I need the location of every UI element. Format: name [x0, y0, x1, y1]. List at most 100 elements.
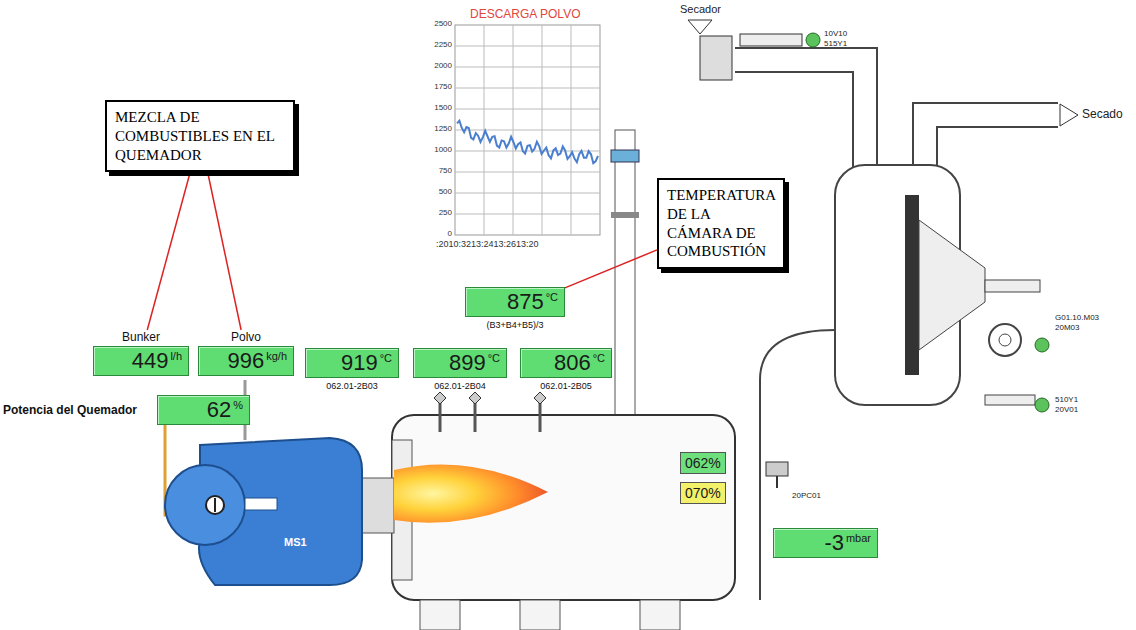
- value-unit: %: [233, 399, 243, 411]
- drawing-path: [925, 115, 1058, 175]
- label-text: 0: [448, 230, 452, 239]
- value-heading: Polvo: [231, 330, 261, 344]
- label-text: 1750: [434, 83, 452, 92]
- heading-text: (B3+B4+B5)/3: [486, 320, 543, 330]
- drawing-line: [147, 172, 190, 330]
- drawing-rect: [985, 395, 1035, 405]
- drawing-rect: [455, 25, 600, 235]
- value-number: 919: [341, 352, 378, 374]
- value-unit: °C: [546, 291, 558, 303]
- heading-text: Potencia del Quemador: [3, 403, 137, 417]
- drawing-rect: [420, 600, 460, 630]
- label-text: 10V10: [824, 30, 847, 39]
- label-text: 1250: [434, 125, 452, 134]
- drawing-line: [776, 476, 778, 488]
- drawing-rect: [520, 600, 560, 630]
- value-heading: 062.01-2B04: [434, 381, 486, 391]
- label-text: 1000: [434, 146, 452, 155]
- label-text: 2000: [434, 62, 452, 71]
- value-box: 62%: [157, 395, 250, 425]
- leader-line: [147, 172, 190, 330]
- drawing-rect: [740, 34, 802, 46]
- value-box: 449l/h: [93, 346, 189, 376]
- drawing-rect: [392, 415, 735, 600]
- value-number: 996: [227, 350, 264, 372]
- drawing-rect: [640, 600, 680, 630]
- value-display: 919°C062.01-2B03: [305, 348, 399, 391]
- drawing-circle: [1035, 398, 1049, 412]
- heading-text: Bunker: [122, 330, 160, 344]
- drawing-path: [735, 60, 865, 175]
- drawing-circle: [165, 465, 245, 545]
- drawing-line: [208, 172, 241, 330]
- value-number: -3: [824, 532, 844, 554]
- value-heading: Potencia del Quemador: [3, 403, 157, 417]
- value-number: 449: [132, 350, 169, 372]
- drawing-rect: [985, 280, 1040, 292]
- drawing-path: [394, 464, 548, 522]
- label-text: 500: [439, 188, 452, 197]
- leader-line: [208, 172, 241, 330]
- value-unit: kg/h: [266, 350, 287, 362]
- value-display: Polvo 996kg/h: [198, 330, 294, 376]
- label-text: 750: [439, 167, 452, 176]
- label-text: 515Y1: [824, 40, 847, 49]
- label-text: 20PC01: [792, 492, 821, 501]
- drawing-line: [455, 214, 600, 215]
- drawing-line: [565, 250, 657, 288]
- value-box: 806°C: [520, 348, 612, 378]
- value-heading: Bunker: [122, 330, 160, 344]
- callout-box: TEMPERATURA DE LA CÁMARA DE COMBUSTIÓN: [657, 178, 785, 269]
- value-unit: °C: [488, 352, 500, 364]
- drawing-line: [455, 193, 600, 194]
- drawing-line: [455, 172, 600, 173]
- drawing-rect: [615, 130, 635, 420]
- drawing-line: [455, 151, 600, 152]
- drawing-rect: [245, 498, 277, 510]
- callout-box: MEZCLA DE COMBUSTIBLES EN EL QUEMADOR: [105, 100, 295, 172]
- drawing-circle: [999, 334, 1011, 346]
- label-text: 20V01: [1055, 406, 1078, 415]
- drawing-rect: [766, 462, 788, 476]
- label-text: 20M03: [1055, 324, 1079, 333]
- drawing-rect: [700, 36, 732, 80]
- value-box: 875°C: [465, 287, 565, 317]
- percent-value: 062%: [685, 455, 721, 471]
- label-text: 2250: [434, 41, 452, 50]
- drawing-line: [214, 498, 216, 512]
- drawing-polygon: [534, 392, 546, 404]
- callout-text: MEZCLA DE COMBUSTIBLES EN EL QUEMADOR: [115, 108, 285, 164]
- leader-line: [565, 250, 657, 288]
- heading-text: 062.01-2B03: [326, 381, 378, 391]
- value-display: 806°C062.01-2B05: [520, 348, 612, 391]
- drawing-polygon: [1060, 104, 1078, 126]
- value-unit: mbar: [846, 532, 871, 544]
- label-text: Secado: [1082, 108, 1123, 121]
- drawing-rect: [611, 212, 639, 218]
- value-display: Bunker 449l/h: [93, 330, 189, 376]
- value-display: 899°C062.01-2B04: [413, 348, 507, 391]
- heading-text: Polvo: [231, 330, 261, 344]
- value-box: 996kg/h: [198, 346, 294, 376]
- drawing-polygon: [688, 20, 712, 34]
- label-text: 2500: [434, 20, 452, 29]
- drawing-path: [925, 115, 1058, 175]
- value-unit: °C: [593, 352, 605, 364]
- value-heading: 062.01-2B03: [326, 381, 378, 391]
- drawing-circle: [206, 496, 224, 514]
- drawing-line: [455, 46, 600, 47]
- value-display: Potencia del Quemador 62%: [3, 395, 250, 425]
- label-text: Secador: [680, 3, 721, 15]
- value-unit: l/h: [170, 350, 182, 362]
- label-text: 1500: [434, 104, 452, 113]
- value-number: 62: [207, 399, 231, 421]
- drawing-path: [735, 60, 865, 175]
- drawing-circle: [989, 324, 1021, 356]
- callout-text: TEMPERATURA DE LA CÁMARA DE COMBUSTIÓN: [667, 186, 775, 261]
- value-heading: (B3+B4+B5)/3: [486, 320, 543, 330]
- label-text: 510Y1: [1055, 396, 1078, 405]
- percent-value: 070%: [685, 485, 721, 501]
